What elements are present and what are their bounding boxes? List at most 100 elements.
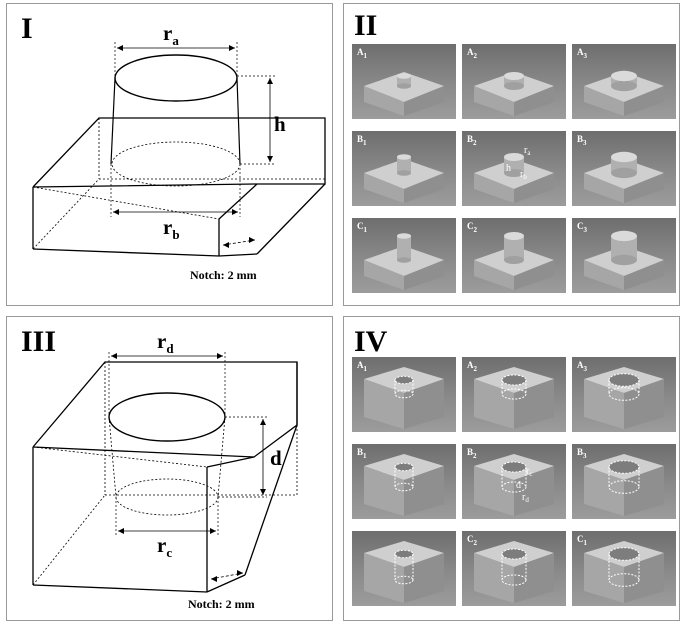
- photo-label-letter: A: [467, 47, 474, 57]
- photo-label: A3: [577, 360, 587, 373]
- specimen-boss-photo: [584, 230, 664, 290]
- photo-tile: C3: [572, 218, 676, 293]
- photo-label: A3: [577, 47, 587, 60]
- photo-label-letter: B: [467, 447, 474, 457]
- svg-text:ra: ra: [163, 21, 179, 48]
- photo-label-letter: A: [577, 47, 584, 57]
- photo-label-index: 2: [473, 51, 478, 60]
- photo-tile: C2: [462, 218, 566, 293]
- photo-label-letter: C: [357, 221, 364, 231]
- symbol-ra-sub: a: [172, 33, 179, 48]
- panel-iii: III: [6, 316, 333, 621]
- photo-label-index: 3: [583, 138, 587, 147]
- panel-label-iv: IV: [354, 325, 388, 358]
- photo-label-index: 2: [473, 364, 478, 373]
- symbol-ra: r: [163, 21, 172, 45]
- hole-top-ellipse: [108, 392, 226, 442]
- specimen-hole-photo: [364, 541, 444, 603]
- photo-label: B1: [357, 447, 367, 460]
- specimen-boss-photo: [584, 70, 664, 116]
- photo-label-index: 3: [583, 364, 588, 373]
- specimen-boss-photo: [584, 151, 664, 203]
- photo-label-letter: C: [577, 221, 584, 231]
- photo-label-letter: A: [467, 360, 474, 370]
- specimen-hole-photo: [364, 454, 444, 516]
- photo-label: A2: [467, 47, 477, 60]
- photo-label-index: 2: [473, 225, 478, 234]
- photo-label: C2: [467, 534, 477, 547]
- photo-label-index: 1: [363, 364, 368, 373]
- svg-text:rc: rc: [157, 533, 172, 560]
- photo-annotation: h: [506, 163, 511, 174]
- photo-label: C1: [577, 534, 587, 547]
- photo-tile: B3: [572, 444, 676, 519]
- photo-label-letter: C: [577, 534, 584, 544]
- photo-label: B2: [467, 134, 477, 147]
- svg-text:rd: rd: [157, 329, 174, 356]
- photo-tile: B1: [352, 444, 456, 519]
- svg-text:rb: rb: [163, 215, 180, 242]
- photo-tile: A1: [352, 44, 456, 119]
- photo-tile: A2: [462, 44, 566, 119]
- photo-label: C1: [357, 221, 367, 234]
- photo-label-index: 1: [363, 138, 367, 147]
- photo-label: B2: [467, 447, 477, 460]
- panel-i: I: [6, 3, 333, 306]
- symbol-rb-sub: b: [172, 227, 179, 242]
- panel-label-iii: III: [21, 325, 57, 358]
- photo-tile: [352, 531, 456, 606]
- photo-label-letter: B: [577, 447, 584, 457]
- photo-label-index: 1: [363, 451, 367, 460]
- symbol-rc: r: [157, 533, 166, 557]
- boss-top-ellipse: [114, 54, 238, 102]
- photo-label: C3: [577, 221, 587, 234]
- panel-label-i: I: [21, 12, 33, 45]
- schematic-boss-diagram: ra h rb Notch: 2 mm: [32, 21, 326, 282]
- photo-label-index: 2: [473, 538, 478, 547]
- hole-bottom-ellipse: [115, 478, 219, 516]
- photo-label-index: 3: [583, 225, 588, 234]
- photo-label: A1: [357, 360, 367, 373]
- photo-label-letter: C: [467, 534, 474, 544]
- specimen-boss-photo: ra hrb: [474, 145, 554, 203]
- cube-top-outline: [32, 361, 298, 458]
- photo-label-letter: B: [357, 134, 364, 144]
- specimen-hole-photo: [584, 454, 664, 516]
- symbol-rc-sub: c: [166, 545, 172, 560]
- symbol-rd: r: [157, 329, 166, 353]
- photo-tile: A3: [572, 357, 676, 432]
- specimen-hole-photo: [474, 541, 554, 603]
- photo-label-letter: B: [467, 134, 474, 144]
- photo-tile: C1: [352, 218, 456, 293]
- photo-annotation: rd: [522, 492, 529, 504]
- photo-tile: C2: [462, 531, 566, 606]
- photo-annotation: ra: [524, 145, 531, 157]
- photo-annotation: rc: [526, 466, 532, 478]
- photo-tile: A3: [572, 44, 676, 119]
- specimen-boss-photo: [364, 154, 444, 203]
- photo-label-index: 3: [583, 451, 587, 460]
- specimen-boss-photo: [364, 72, 444, 116]
- photo-label-index: 3: [583, 51, 588, 60]
- photo-label-index: 2: [473, 138, 477, 147]
- specimen-hole-photo: [364, 367, 444, 429]
- notch-label-i: Notch: 2 mm: [190, 268, 257, 282]
- photo-label-letter: A: [357, 47, 364, 57]
- photo-label: B3: [577, 447, 587, 460]
- photo-annotation: rb: [520, 169, 527, 181]
- specimen-hole-photo: [474, 367, 554, 429]
- photo-tile: B1: [352, 131, 456, 206]
- symbol-rb: r: [163, 215, 172, 239]
- panel-label-ii: II: [354, 9, 378, 42]
- symbol-d: d: [270, 446, 282, 470]
- photo-tile: C1: [572, 531, 676, 606]
- photo-label-index: 1: [363, 225, 368, 234]
- symbol-h: h: [274, 112, 286, 136]
- notch-label-iii: Notch: 2 mm: [188, 597, 255, 611]
- specimen-boss-photo: [474, 72, 554, 116]
